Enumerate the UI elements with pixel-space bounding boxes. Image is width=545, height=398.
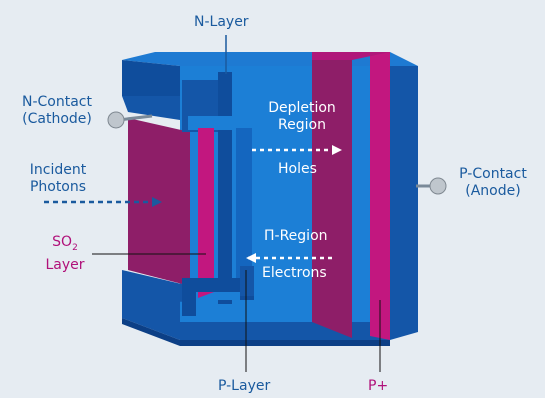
electrons-label: Electrons: [262, 265, 327, 281]
pi-region-label: Π-Region: [264, 228, 328, 244]
so2-layer-label: SO2 Layer: [38, 234, 92, 274]
n-layer-column: [218, 72, 232, 304]
n-contact-line2: (Cathode): [22, 111, 92, 127]
left-bottom-lip: [122, 270, 190, 302]
block-bottom-face: [122, 300, 390, 340]
incident-line2: Photons: [29, 179, 87, 195]
p-plus-strip: [370, 52, 390, 340]
depletion-line1: Depletion: [268, 100, 336, 116]
n-contact-line1: N-Contact: [22, 94, 92, 110]
depletion-region-label: Depletion Region: [252, 100, 352, 134]
p-contact-pin: [416, 177, 447, 195]
block-left-edge: [122, 60, 180, 96]
p-contact-line2: (Anode): [465, 183, 521, 199]
incident-line1: Incident: [29, 162, 87, 178]
right-magenta-top: [312, 52, 390, 60]
block-right-face: [390, 66, 418, 340]
n-layer-label: N-Layer: [194, 14, 249, 30]
p-layer-label: P-Layer: [218, 378, 271, 394]
depletion-line2: Region: [278, 117, 326, 133]
p-layer-bracket: [182, 278, 254, 316]
holes-label: Holes: [278, 161, 317, 177]
so2-line1: SO2: [38, 234, 92, 257]
p-contact-line1: P-Contact: [459, 166, 527, 182]
p-plus-label: P+: [368, 378, 389, 394]
semiconductor-block: [122, 52, 418, 346]
p-contact-label: P-Contact (Anode): [448, 166, 538, 200]
right-magenta-region: [312, 52, 352, 338]
block-bottom-edge: [122, 318, 390, 346]
incident-photons-label: Incident Photons: [22, 162, 94, 196]
n-contact-pin: [107, 111, 153, 129]
inner-channel-upper: [188, 116, 252, 130]
so2-subscript: 2: [72, 242, 78, 253]
so2-base: SO: [52, 234, 73, 250]
n-contact-label: N-Contact (Cathode): [12, 94, 102, 128]
inner-right-column: [236, 128, 252, 288]
so2-layer-plate: [198, 128, 214, 298]
so2-line2: Layer: [45, 256, 85, 273]
left-top-lip: [122, 96, 180, 120]
p-layer-inner-bar: [240, 266, 254, 296]
